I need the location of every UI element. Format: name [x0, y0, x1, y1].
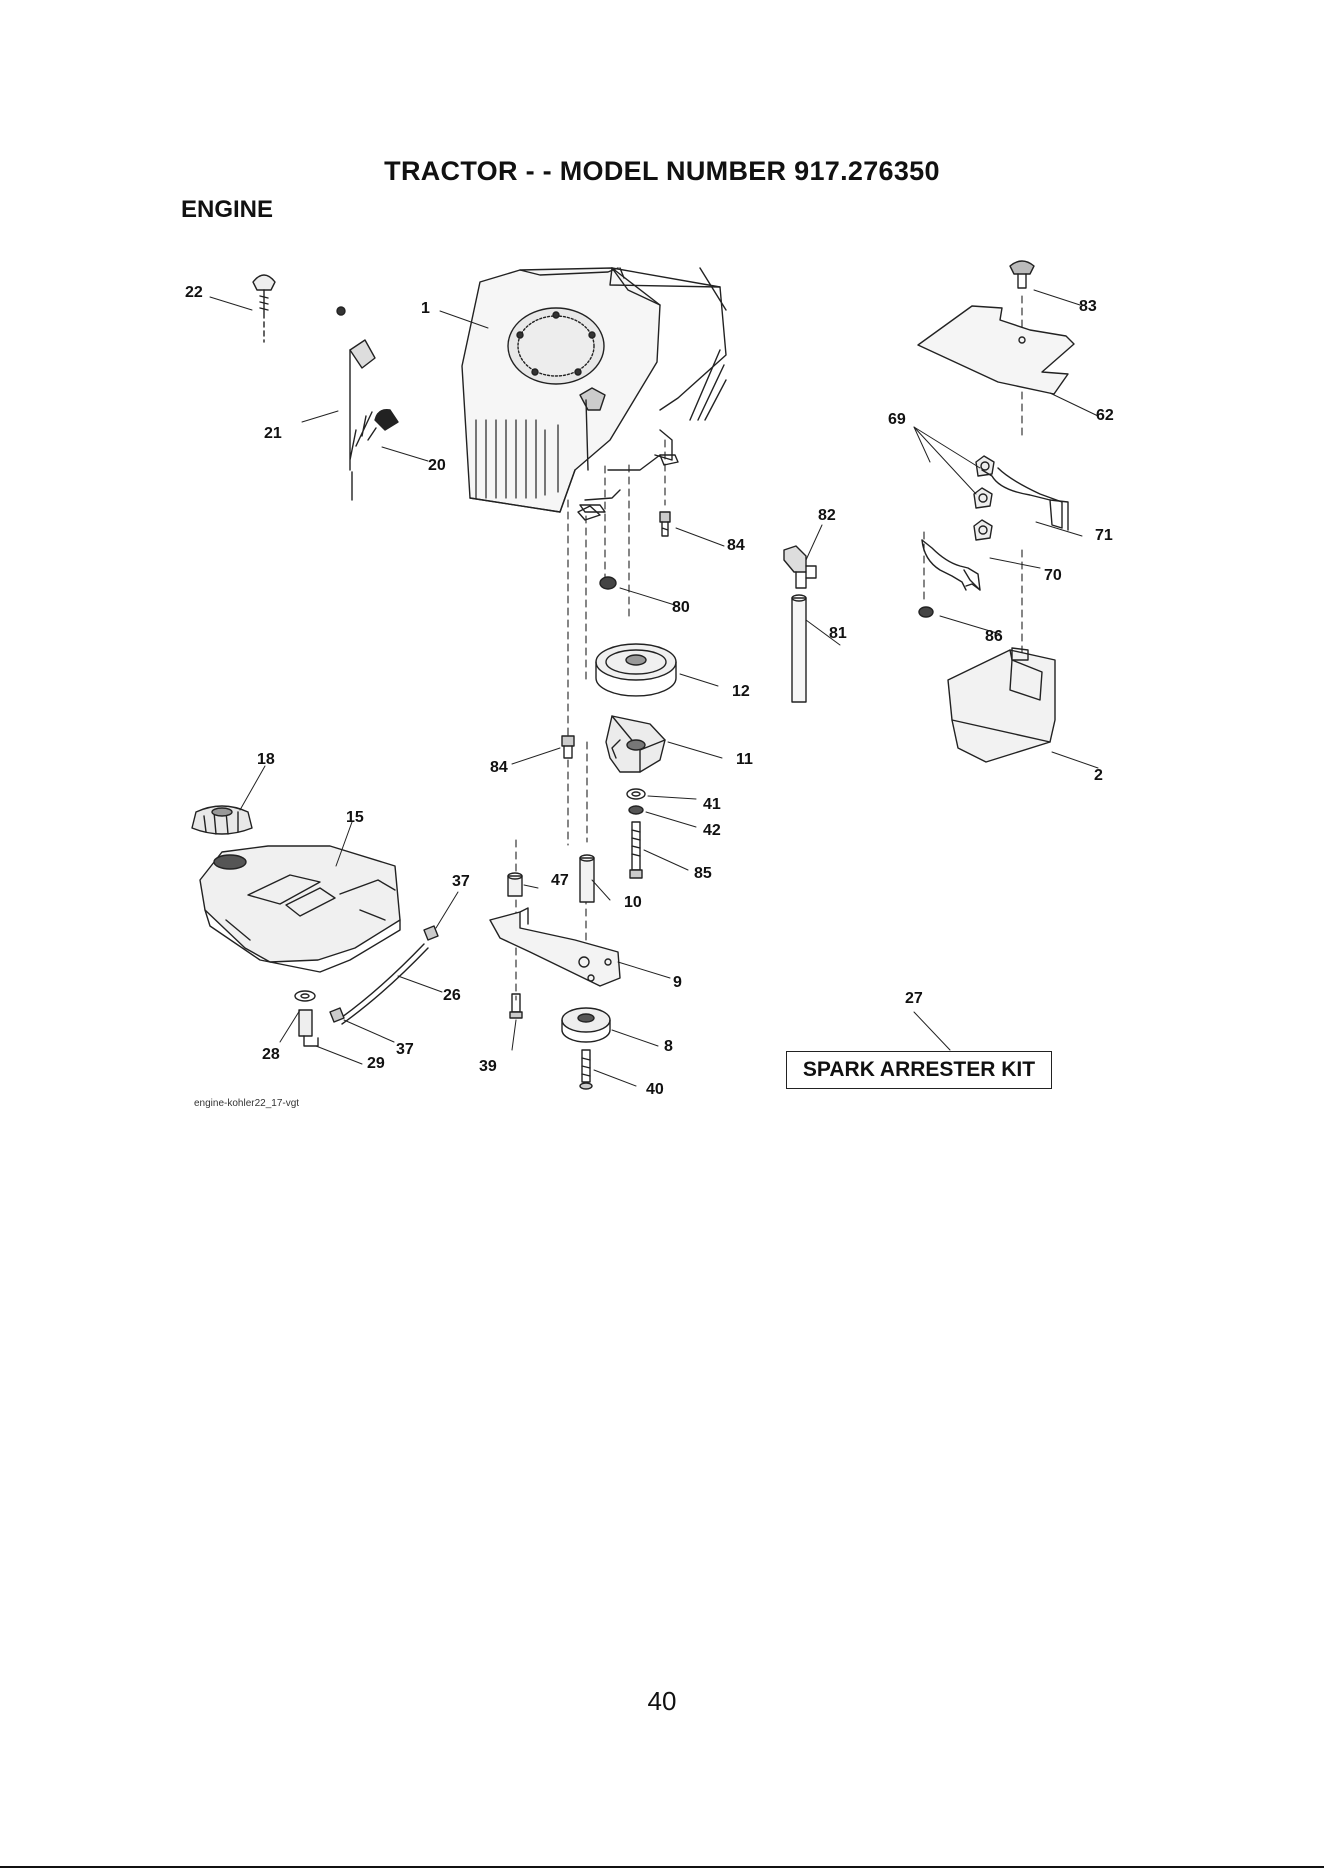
part-9-idler-bracket: [490, 908, 620, 986]
part-15-fuel-tank: [200, 846, 400, 972]
part-10-spacer: [580, 855, 594, 902]
drawing-credit: engine-kohler22_17-vgt: [194, 1098, 299, 1109]
part-85-bolt: [630, 822, 642, 878]
callout-22: 22: [185, 284, 203, 301]
part-2-muffler: [948, 648, 1055, 762]
callout-8: 8: [664, 1038, 673, 1055]
callout-80: 80: [672, 599, 690, 616]
part-8-idler-pulley: [562, 1008, 610, 1042]
spark-arrester-kit-label: SPARK ARRESTER KIT: [786, 1051, 1052, 1089]
callout-2: 2: [1094, 767, 1103, 784]
part-42-lock-washer: [629, 806, 643, 814]
callout-37-lower: 37: [396, 1041, 414, 1058]
part-47-bushing: [508, 873, 522, 896]
part-86-nut: [919, 607, 933, 617]
callout-42: 42: [703, 822, 721, 839]
callout-85: 85: [694, 865, 712, 882]
part-26-grommet: [295, 991, 315, 1001]
callout-12: 12: [732, 683, 750, 700]
part-69-gaskets: [974, 456, 994, 540]
callout-10: 10: [624, 894, 642, 911]
callout-1: 1: [421, 300, 430, 317]
part-41-washer: [627, 789, 645, 799]
callout-20: 20: [428, 457, 446, 474]
callout-70: 70: [1044, 567, 1062, 584]
callout-69: 69: [888, 411, 906, 428]
part-62-heat-shield: [918, 306, 1074, 394]
part-82-elbow: [784, 546, 816, 588]
part-18-fuel-cap: [192, 806, 252, 834]
callout-62: 62: [1096, 407, 1114, 424]
callout-27: 29: [367, 1055, 385, 1072]
callout-18: 18: [257, 751, 275, 768]
part-84-bolt-lower: [562, 736, 574, 758]
callout-84-upper: 84: [727, 537, 745, 554]
part-70-exhaust-pipe: [922, 540, 980, 590]
callout-71: 71: [1095, 527, 1113, 544]
callout-39: 39: [479, 1058, 497, 1075]
page-number: 40: [0, 1686, 1324, 1717]
callout-15: 15: [346, 809, 364, 826]
part-12-pulley: [596, 644, 676, 696]
callout-86: 86: [985, 628, 1003, 645]
callout-41: 41: [703, 796, 721, 813]
callout-82: 82: [818, 507, 836, 524]
bottom-rule: [0, 1866, 1324, 1868]
part-40-bolt: [580, 1050, 592, 1089]
part-1-engine: [462, 268, 726, 520]
callout-29: 27: [905, 990, 923, 1007]
callout-37-upper: 37: [452, 873, 470, 890]
part-22-bolt: [253, 275, 275, 342]
callout-11: 11: [736, 751, 753, 768]
callout-9: 9: [673, 974, 682, 991]
part-80-nut: [600, 577, 616, 589]
callout-40: 40: [646, 1081, 664, 1098]
callout-84-lower: 84: [490, 759, 508, 776]
part-71-exhaust-pipe: [982, 468, 1068, 530]
callout-83: 83: [1079, 298, 1097, 315]
part-27-shutoff-valve: [299, 1010, 318, 1046]
part-84-bolt-upper: [660, 512, 670, 536]
callout-47: 47: [551, 872, 569, 889]
part-83-bolt: [1010, 261, 1034, 288]
part-28-fuel-line: [338, 944, 428, 1024]
part-20-throttle-bracket: [337, 307, 398, 500]
callout-26: 28: [262, 1046, 280, 1063]
callout-28: 26: [443, 987, 461, 1004]
callout-21: 21: [264, 425, 282, 442]
part-37-clamp-lower: [330, 1008, 344, 1022]
callout-81: 81: [829, 625, 847, 642]
part-81-tube: [792, 595, 806, 702]
part-11-clutch: [606, 716, 665, 772]
